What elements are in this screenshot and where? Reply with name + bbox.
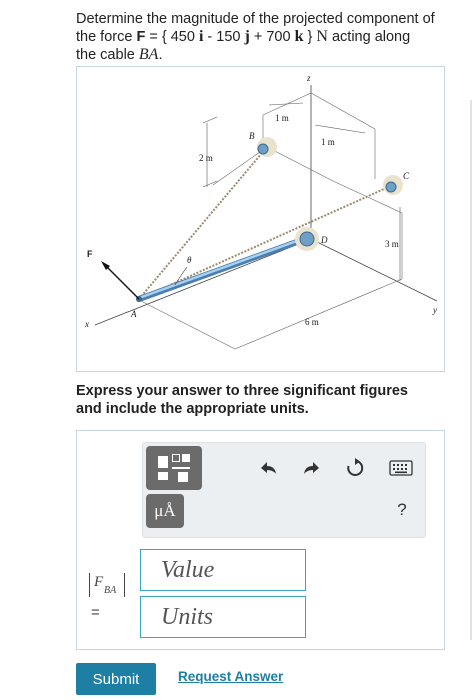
abs-bar-left: [89, 573, 90, 597]
support-b-ring: [257, 143, 269, 155]
label-a: A: [130, 309, 137, 319]
problem-figure: z y x A B C D F θ 1 m 1 m 2 m 3 m 6 m: [76, 66, 445, 372]
dimension-tick: [202, 116, 218, 124]
construction-line: [212, 146, 268, 186]
unit-vector-j: j: [244, 28, 250, 45]
problem-text: the cable: [76, 47, 139, 63]
dimension-line-1m: [314, 124, 366, 134]
unit-vector-k: k: [294, 28, 304, 45]
construction-line: [140, 300, 236, 350]
label-dim-1m: 1 m: [321, 137, 335, 147]
instructions-line-1: Express your answer to three significant…: [76, 383, 408, 399]
label-d: D: [320, 235, 328, 245]
theta-arc: [174, 266, 188, 286]
problem-text: the force: [76, 29, 137, 45]
rod-ad-highlight: [137, 236, 307, 300]
label-f: F: [87, 249, 93, 259]
problem-text: }: [303, 29, 317, 45]
units-button[interactable]: μÅ: [146, 494, 184, 528]
problem-text: = { 450: [145, 29, 199, 45]
variable-symbol: F: [94, 574, 104, 590]
cable-ca: [138, 184, 394, 300]
problem-line-2: the force F = { 450 i - 150 j + 700 k } …: [76, 28, 468, 46]
request-answer-link[interactable]: Request Answer: [178, 669, 284, 684]
abs-bar-right: [124, 573, 125, 597]
undo-icon: [261, 462, 276, 474]
label-theta: θ: [187, 255, 192, 265]
problem-line-1: Determine the magnitude of the projected…: [76, 11, 435, 27]
problem-text: .: [158, 47, 163, 63]
value-input[interactable]: [140, 549, 306, 591]
dimension-line-1m: [268, 102, 304, 106]
construction-line: [310, 92, 376, 130]
label-dim-6m: 6 m: [305, 317, 319, 327]
unit-newton: N: [316, 28, 328, 45]
dimension-tick: [202, 180, 218, 188]
instructions-line-2: and include the appropriate units.: [76, 401, 309, 417]
problem-text: acting along: [327, 29, 411, 45]
submit-button[interactable]: Submit: [76, 663, 156, 695]
label-dim-1m: 1 m: [275, 113, 289, 123]
problem-text: - 150: [203, 29, 245, 45]
label-x: x: [84, 319, 89, 329]
cable-ba: [138, 146, 268, 300]
reset-icon: [347, 458, 364, 476]
help-icon: ?: [397, 500, 407, 519]
label-dim-2m: 2 m: [199, 153, 213, 163]
scrollbar-track: [470, 100, 472, 640]
keyboard-icon: [389, 460, 413, 476]
label-b: B: [249, 131, 255, 141]
problem-text: + 700: [249, 29, 295, 45]
equals-sign: =: [91, 604, 100, 621]
construction-line: [234, 278, 403, 350]
label-z: z: [306, 73, 311, 83]
problem-line-3: the cable BA.: [76, 46, 468, 64]
y-axis: [310, 238, 438, 302]
force-f-arrowhead: [101, 261, 110, 270]
force-symbol: F: [136, 29, 146, 45]
answer-variable-label: F BA =: [88, 570, 134, 630]
keyboard-button[interactable]: [388, 455, 414, 481]
templates-button[interactable]: [146, 446, 202, 490]
redo-icon: [304, 462, 319, 474]
force-f-arrow: [104, 264, 140, 300]
reset-button[interactable]: [342, 455, 368, 481]
support-c-ring: [385, 181, 397, 193]
unit-vector-i: i: [198, 28, 204, 45]
cable-symbol: BA: [138, 46, 159, 63]
label-c: C: [403, 171, 410, 181]
label-y: y: [432, 305, 437, 315]
support-d-ring: [299, 231, 315, 247]
label-dim-3m: 3 m: [385, 239, 399, 249]
figure-diagram: z y x A B C D F θ 1 m 1 m 2 m 3 m 6 m: [84, 73, 438, 350]
construction-line: [266, 146, 334, 182]
units-input[interactable]: [140, 596, 306, 638]
units-icon: μÅ: [154, 501, 176, 520]
help-button[interactable]: ?: [392, 500, 412, 524]
undo-button[interactable]: [256, 455, 282, 481]
variable-subscript: BA: [104, 585, 117, 596]
redo-button[interactable]: [298, 455, 324, 481]
problem-statement: Determine the magnitude of the projected…: [76, 10, 468, 64]
answer-instructions: Express your answer to three significant…: [76, 382, 456, 418]
x-axis: [94, 238, 312, 326]
